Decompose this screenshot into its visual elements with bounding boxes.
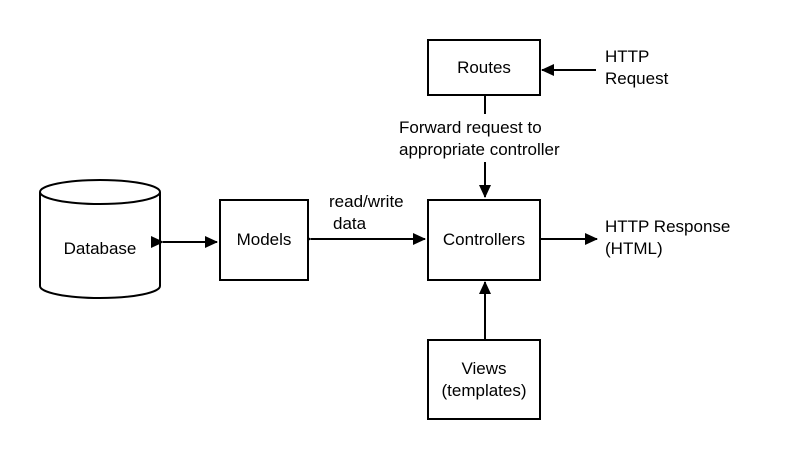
routes-box: Routes [427,39,541,96]
controllers-label: Controllers [442,230,526,249]
routes-label: Routes [457,57,511,77]
forward-request-label: Forward request to appropriate controlle… [399,117,560,161]
database-label: Database [63,239,137,258]
views-label: Views [461,358,507,378]
http-response-label: HTTP Response (HTML) [605,216,730,260]
read-write-line2: data [333,214,367,233]
models-box: Models [219,199,309,281]
controllers-box: Controllers [427,199,541,281]
http-request-line1: HTTP [605,47,650,66]
views-box: Views (templates) [427,339,541,420]
http-request-label: HTTP Request [605,46,668,90]
http-response-line1: HTTP Response [605,217,731,236]
forward-line1: Forward request to [399,118,542,137]
models-label: Models [236,230,292,249]
read-write-label: read/write data [329,191,404,235]
forward-line2: appropriate controller [399,140,560,159]
database-cylinder [39,179,161,299]
views-sublabel: (templates) [441,380,527,400]
http-request-line2: Request [605,69,669,88]
http-response-line2: (HTML) [605,239,663,258]
read-write-line1: read/write [329,192,404,211]
